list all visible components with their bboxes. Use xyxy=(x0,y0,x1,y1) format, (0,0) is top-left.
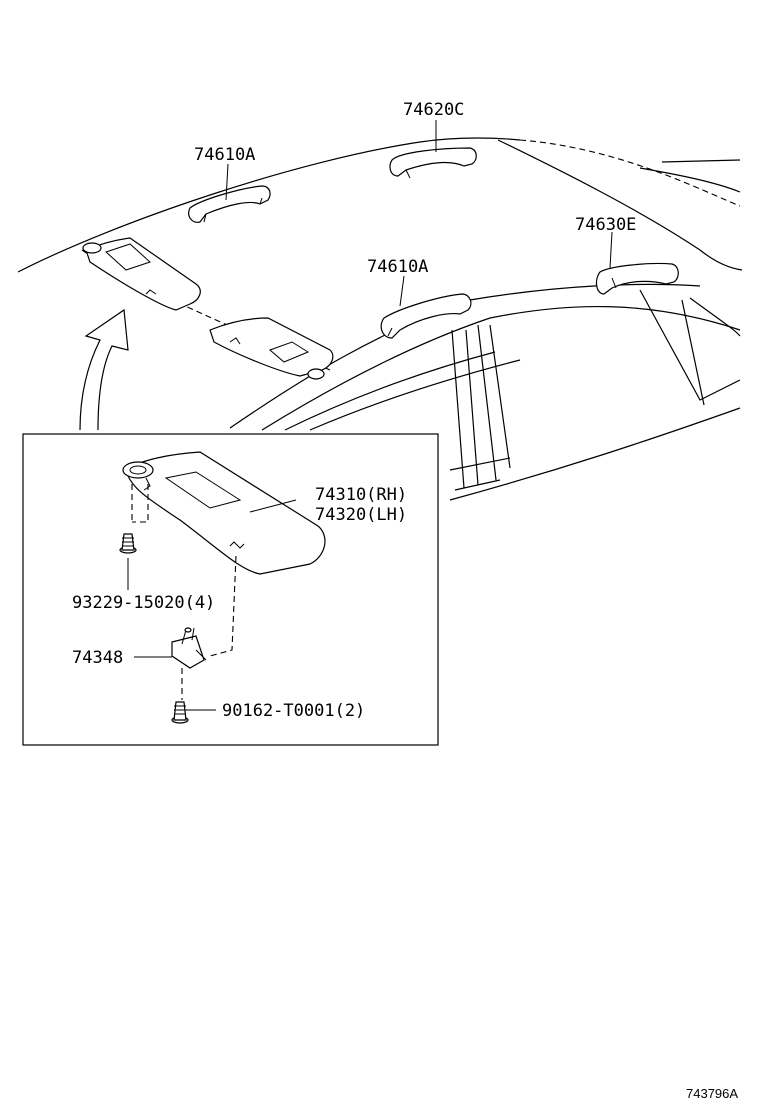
guide-line-holder xyxy=(209,555,237,657)
holder-screw xyxy=(171,701,189,724)
assist-grip-front-left xyxy=(188,185,271,223)
callout-74320-lh: 74320(LH) xyxy=(315,505,407,525)
roof-sun-visor-right xyxy=(209,317,334,380)
visor-screw xyxy=(119,533,137,554)
callout-90162: 90162-T0001(2) xyxy=(222,701,365,721)
callout-74348: 74348 xyxy=(72,648,123,668)
roof-outline xyxy=(17,137,743,501)
callout-93229: 93229-15020(4) xyxy=(72,593,215,613)
callout-74620c: 74620C xyxy=(403,100,464,120)
visor-holder xyxy=(171,627,207,669)
callout-74610a-left: 74610A xyxy=(194,145,255,165)
callout-74610a-right: 74610A xyxy=(367,257,428,277)
detail-arrow xyxy=(79,308,129,431)
assist-grip-center xyxy=(389,147,477,179)
assist-grip-rear xyxy=(595,262,679,295)
detail-box xyxy=(22,433,439,746)
detail-sun-visor xyxy=(122,451,326,575)
guide-line-screw xyxy=(131,484,149,523)
b-pillar xyxy=(449,324,511,489)
assist-grip-front-right xyxy=(380,293,472,339)
callout-74630e: 74630E xyxy=(575,215,636,235)
leader-lines xyxy=(127,120,613,711)
roof-sun-visor-left xyxy=(82,237,201,311)
callout-74310-rh: 74310(RH) xyxy=(315,485,407,505)
figure-code: 743796A xyxy=(686,1086,738,1101)
